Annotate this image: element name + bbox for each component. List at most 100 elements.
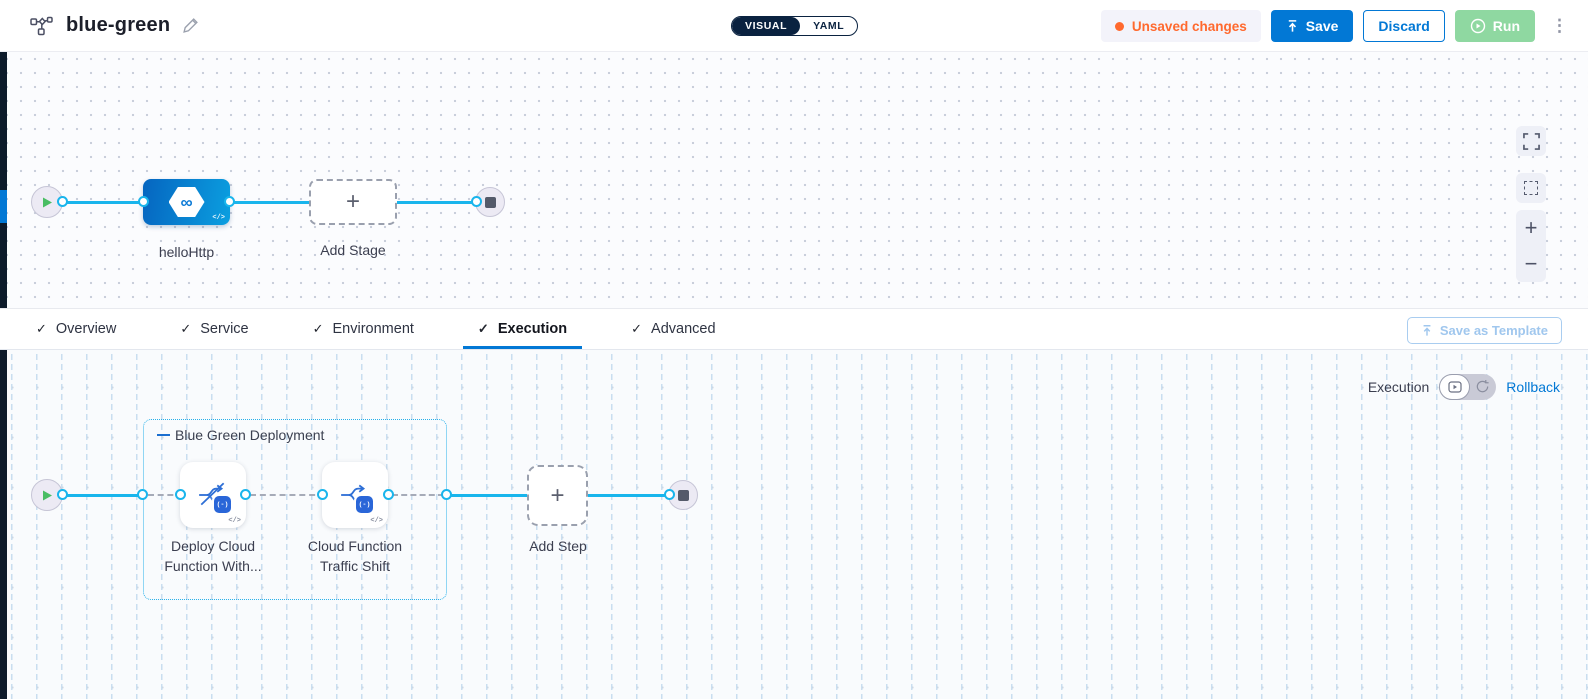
execution-steps-icon	[1448, 381, 1462, 393]
step-card-cloud-function-traffic-shift[interactable]: (-) </>	[322, 462, 388, 528]
stage-name-label: helloHttp	[158, 244, 215, 260]
connector-dot	[240, 489, 251, 500]
connector-dot	[471, 196, 482, 207]
save-button-label: Save	[1305, 18, 1339, 34]
rollback-link[interactable]: Rollback	[1506, 379, 1560, 395]
dashed-connector	[148, 494, 183, 496]
plus-icon: +	[550, 481, 565, 509]
run-play-icon	[1470, 18, 1485, 34]
connector-line	[60, 494, 144, 497]
connector-dot	[664, 489, 675, 500]
unsaved-changes-badge: Unsaved changes	[1100, 10, 1261, 42]
visual-yaml-toggle: VISUAL YAML	[731, 16, 859, 36]
check-icon: ✓	[631, 321, 643, 336]
save-button[interactable]: Save	[1270, 10, 1354, 42]
step-name-label: Deploy Cloud Function With...	[164, 538, 262, 574]
execution-rollback-toggle[interactable]	[1439, 374, 1497, 400]
left-strip-scroll-thumb[interactable]	[0, 190, 7, 223]
stage-canvas: ∞ </> helloHttp + Add Stage + −	[0, 52, 1588, 308]
dashed-connector	[250, 494, 325, 496]
add-stage-label: Add Stage	[320, 242, 386, 258]
execution-rollback-switch-row: Execution Rollback	[1368, 374, 1560, 400]
top-bar-actions: Unsaved changes Save Discard Run ⋮	[1100, 0, 1574, 52]
more-options-kebab-icon[interactable]: ⋮	[1551, 16, 1568, 35]
discard-button[interactable]: Discard	[1363, 10, 1445, 42]
tab-environment[interactable]: ✓ Environment	[313, 309, 414, 349]
upload-icon	[1288, 20, 1296, 32]
unsaved-dot-icon	[1114, 21, 1124, 31]
unsaved-changes-label: Unsaved changes	[1131, 18, 1247, 34]
step-card-deploy-cloud-function[interactable]: (-) </>	[180, 462, 246, 528]
top-bar: blue-green VISUAL YAML Unsaved changes S…	[0, 0, 1588, 52]
tab-service[interactable]: ✓ Service	[180, 309, 248, 349]
step-group-label: Blue Green Deployment	[175, 427, 325, 443]
connector-dot	[383, 489, 394, 500]
pipeline-title-group: blue-green	[0, 14, 199, 37]
plus-icon: +	[345, 188, 360, 215]
collapse-group-icon[interactable]	[157, 433, 170, 437]
toggle-knob[interactable]	[1439, 374, 1471, 400]
save-as-template-button[interactable]: Save as Template	[1406, 317, 1562, 344]
stage-type-hexagon-icon: ∞	[168, 186, 205, 218]
start-play-icon	[43, 490, 52, 500]
connector-dot	[441, 489, 452, 500]
execution-canvas: Execution Rollback	[0, 350, 1588, 699]
tab-label: Environment	[332, 321, 414, 337]
pipeline-end-node	[475, 187, 505, 217]
connector-line	[397, 201, 477, 204]
add-stage-button[interactable]: +	[309, 179, 397, 225]
serverless-infinity-icon: ∞	[180, 192, 193, 212]
fullscreen-button[interactable]	[1516, 126, 1546, 156]
execution-mode-label: Execution	[1367, 379, 1430, 395]
tab-execution[interactable]: ✓ Execution	[462, 309, 583, 349]
tab-overview[interactable]: ✓ Overview	[36, 309, 116, 349]
connector-line	[230, 201, 312, 204]
connector-dot	[317, 489, 328, 500]
zoom-out-button[interactable]: −	[1524, 251, 1538, 276]
add-step-button[interactable]: +	[527, 465, 588, 526]
check-icon: ✓	[312, 321, 324, 336]
save-as-template-label: Save as Template	[1439, 323, 1548, 338]
check-icon: ✓	[180, 321, 192, 336]
gcp-functions-badge-icon: (-)	[356, 496, 373, 513]
marquee-select-icon	[1524, 181, 1538, 195]
gcp-functions-badge-icon: (-)	[214, 496, 231, 513]
tab-advanced[interactable]: ✓ Advanced	[631, 309, 715, 349]
stage-card-hellohttp[interactable]: ∞ </>	[143, 179, 230, 225]
upload-icon	[1423, 325, 1431, 336]
connector-dot	[175, 489, 186, 500]
step-code-icon: </>	[370, 517, 383, 525]
step-group-header: Blue Green Deployment	[157, 427, 324, 443]
connector-dot	[137, 489, 148, 500]
marquee-select-button[interactable]	[1516, 173, 1546, 203]
step-group-blue-green-deployment: Blue Green Deployment	[143, 419, 447, 600]
stop-square-icon	[677, 489, 689, 501]
connector-dot	[224, 196, 235, 207]
pipeline-icon	[30, 16, 53, 35]
connector-dot	[138, 196, 149, 207]
step-code-icon: </>	[228, 517, 241, 525]
dashed-connector	[392, 494, 444, 496]
toggle-visual[interactable]: VISUAL	[732, 17, 801, 35]
toggle-yaml[interactable]: YAML	[813, 20, 845, 32]
zoom-in-button[interactable]: +	[1524, 215, 1538, 240]
connector-line	[588, 494, 670, 497]
tab-label: Execution	[497, 321, 568, 337]
rollback-icon	[1477, 379, 1489, 393]
start-play-icon	[43, 197, 52, 207]
step-name-label: Cloud Function Traffic Shift	[307, 538, 403, 574]
fullscreen-icon	[1522, 132, 1540, 150]
page-title: blue-green	[66, 14, 171, 36]
tab-label: Advanced	[651, 321, 716, 337]
stop-square-icon	[484, 196, 496, 208]
connector-dot	[57, 196, 68, 207]
left-edge-strip	[0, 52, 7, 699]
connector-line	[450, 494, 530, 497]
check-icon: ✓	[477, 321, 489, 336]
run-button-label: Run	[1492, 18, 1520, 34]
run-button[interactable]: Run	[1454, 10, 1535, 42]
tab-label: Service	[200, 321, 249, 337]
connector-dot	[57, 489, 68, 500]
edit-pencil-icon[interactable]	[182, 17, 199, 34]
